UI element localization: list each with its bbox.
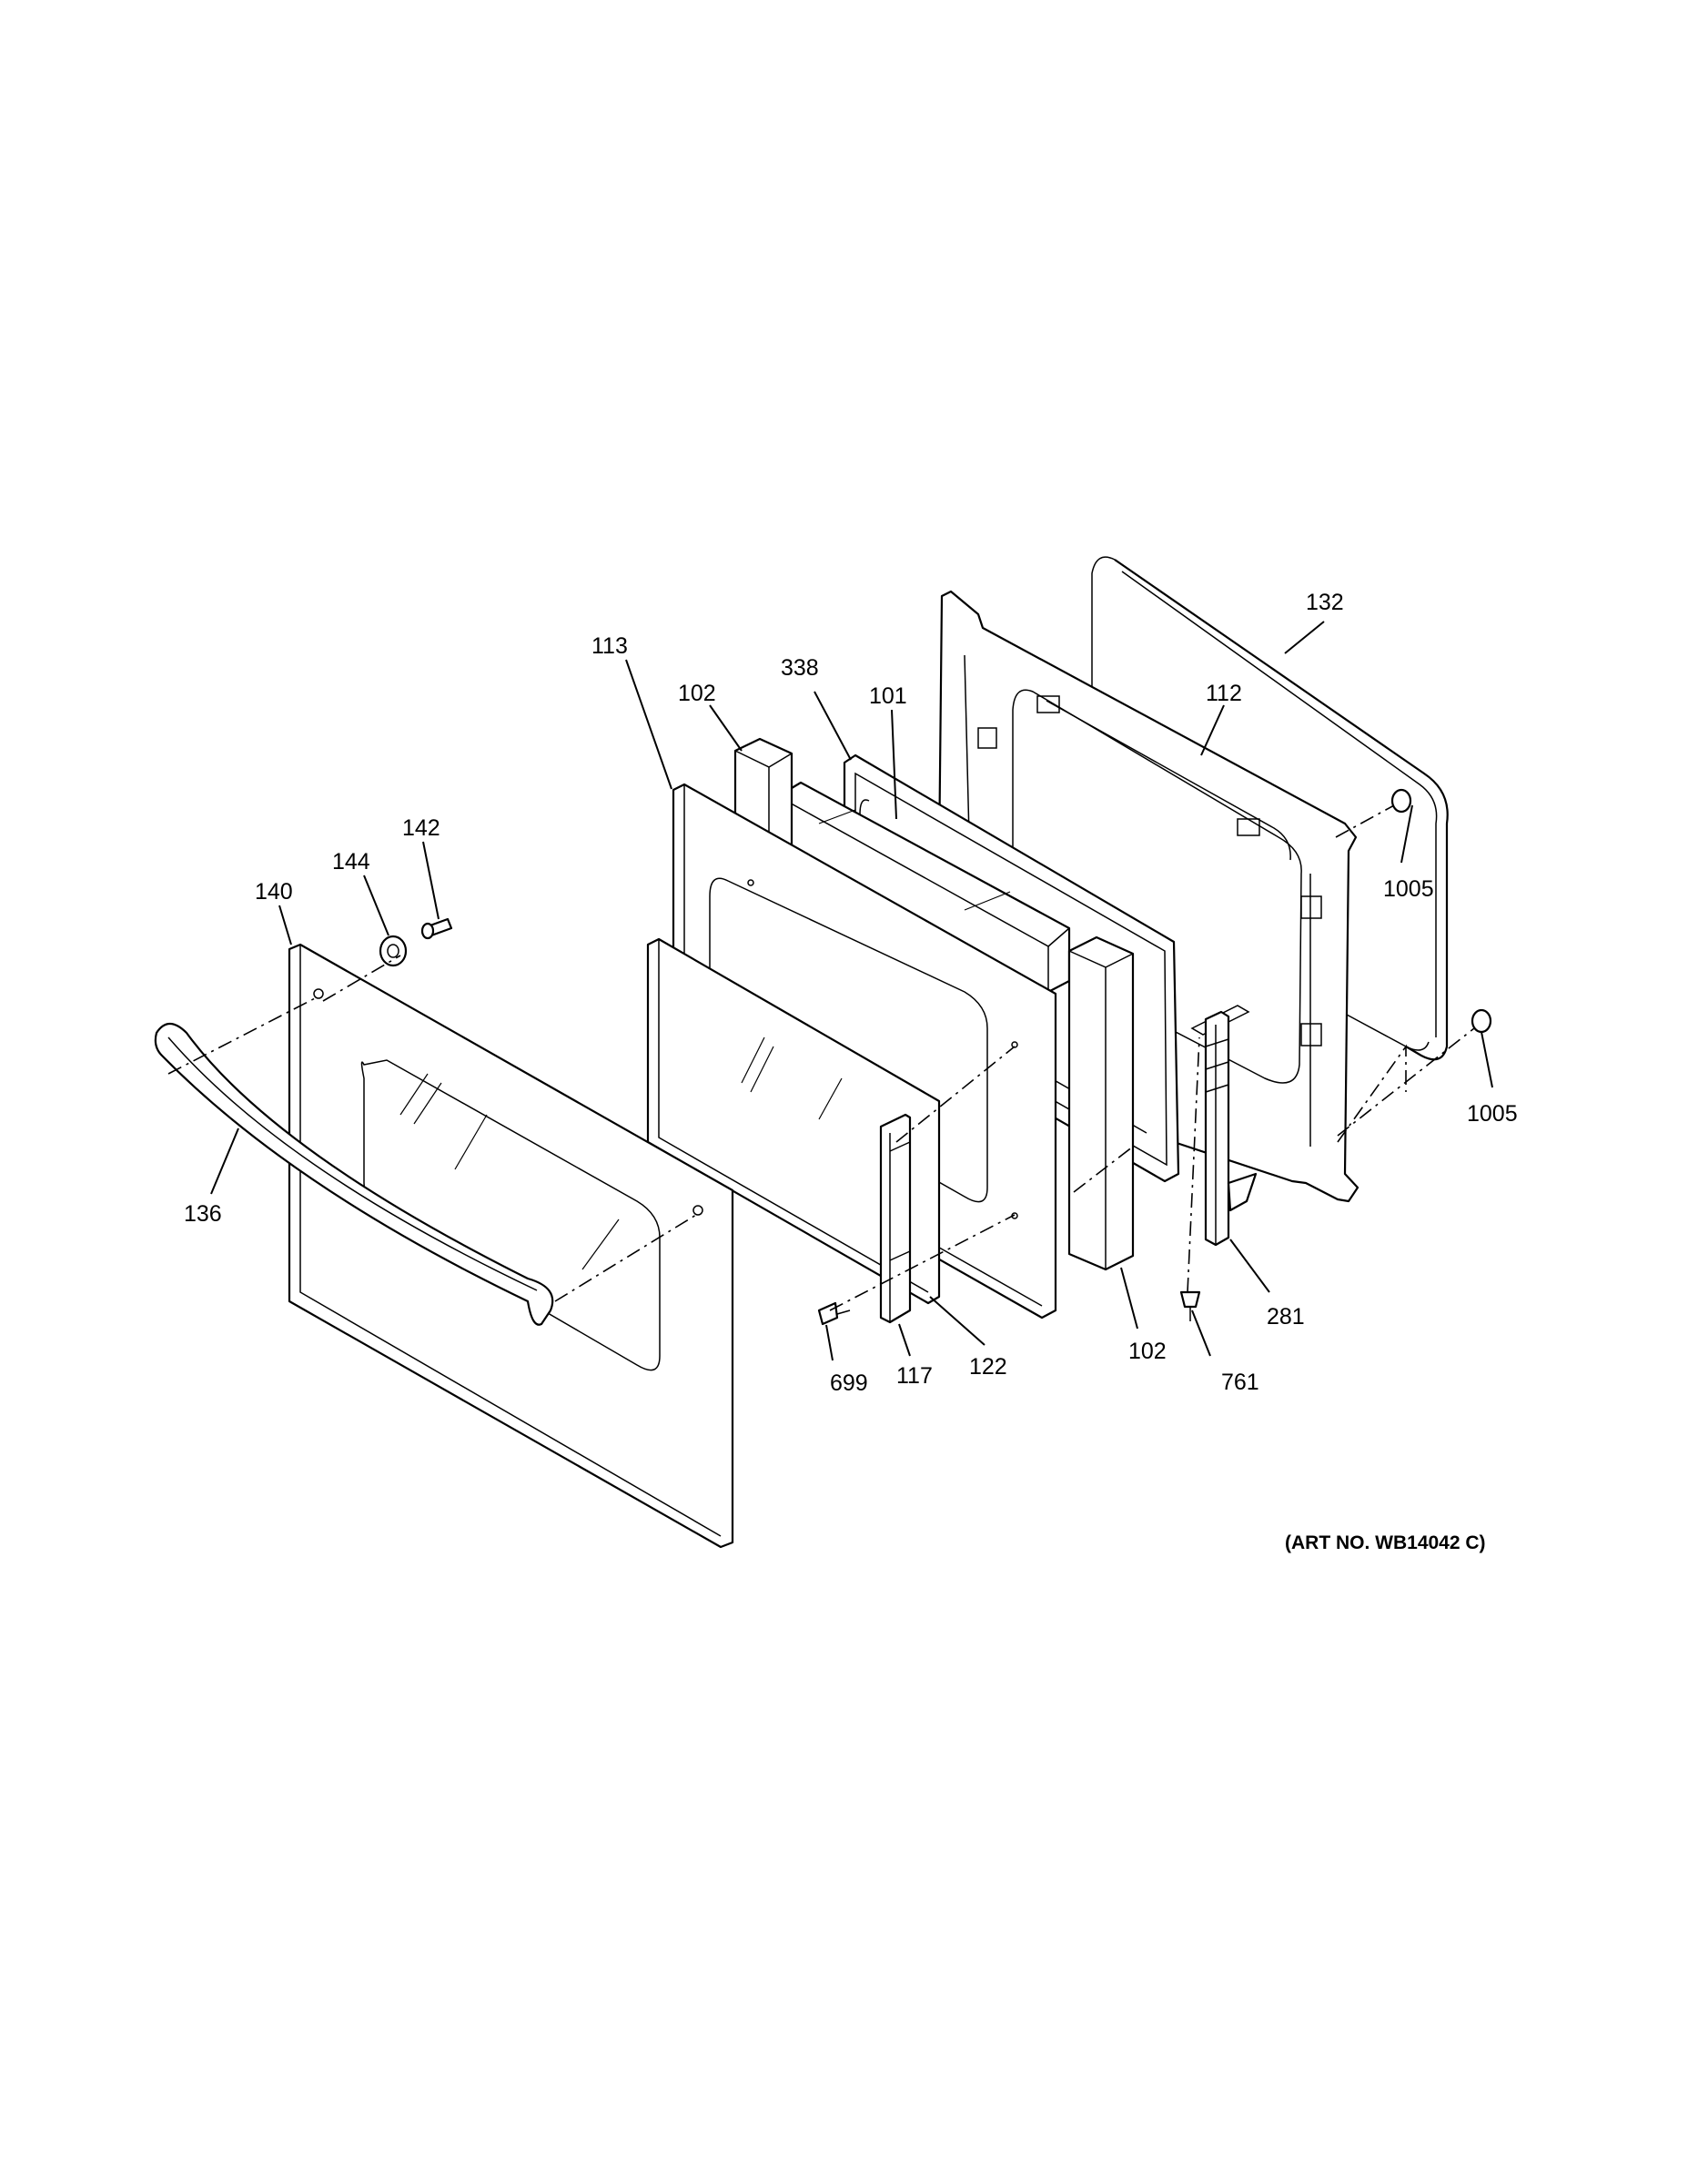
callout-101: 101 [869,683,907,709]
callout-102-top: 102 [678,681,716,706]
callout-699: 699 [830,1370,868,1396]
callout-1005-lower: 1005 [1467,1101,1518,1127]
callout-338: 338 [781,655,819,681]
callout-113: 113 [591,633,628,659]
callout-102-bottom: 102 [1128,1339,1167,1364]
callout-142: 142 [402,815,440,841]
callout-1005-upper: 1005 [1383,876,1434,902]
channel-bracket-part [879,1113,912,1324]
callout-122: 122 [969,1354,1007,1380]
callout-281: 281 [1267,1304,1305,1330]
outer-door-panel-part [288,943,734,1549]
callout-labels: 132 113 338 102 101 112 142 144 140 1005… [184,590,1518,1396]
callout-117: 117 [896,1363,933,1389]
hinge-screw-part [1179,1290,1201,1321]
callout-136: 136 [184,1201,222,1227]
leader-lines [210,621,1493,1361]
door-bumper-upper-part [1390,788,1412,814]
assembly-lines [167,804,1475,1311]
art-number: (ART NO. WB14042 C) [1285,1532,1486,1553]
bracket-screw-part [817,1301,851,1326]
door-handle-part [154,1022,554,1326]
handle-screw-part [420,917,453,940]
callout-112: 112 [1206,681,1242,706]
insulation-bottom-part [1067,935,1135,1271]
callout-132: 132 [1306,590,1344,615]
callout-144: 144 [332,849,370,875]
door-bumper-lower-part [1471,1008,1492,1034]
callout-140: 140 [255,879,293,905]
door-hinge-part [1204,1010,1258,1247]
handle-trim-part [379,935,408,967]
callout-761: 761 [1221,1370,1259,1395]
